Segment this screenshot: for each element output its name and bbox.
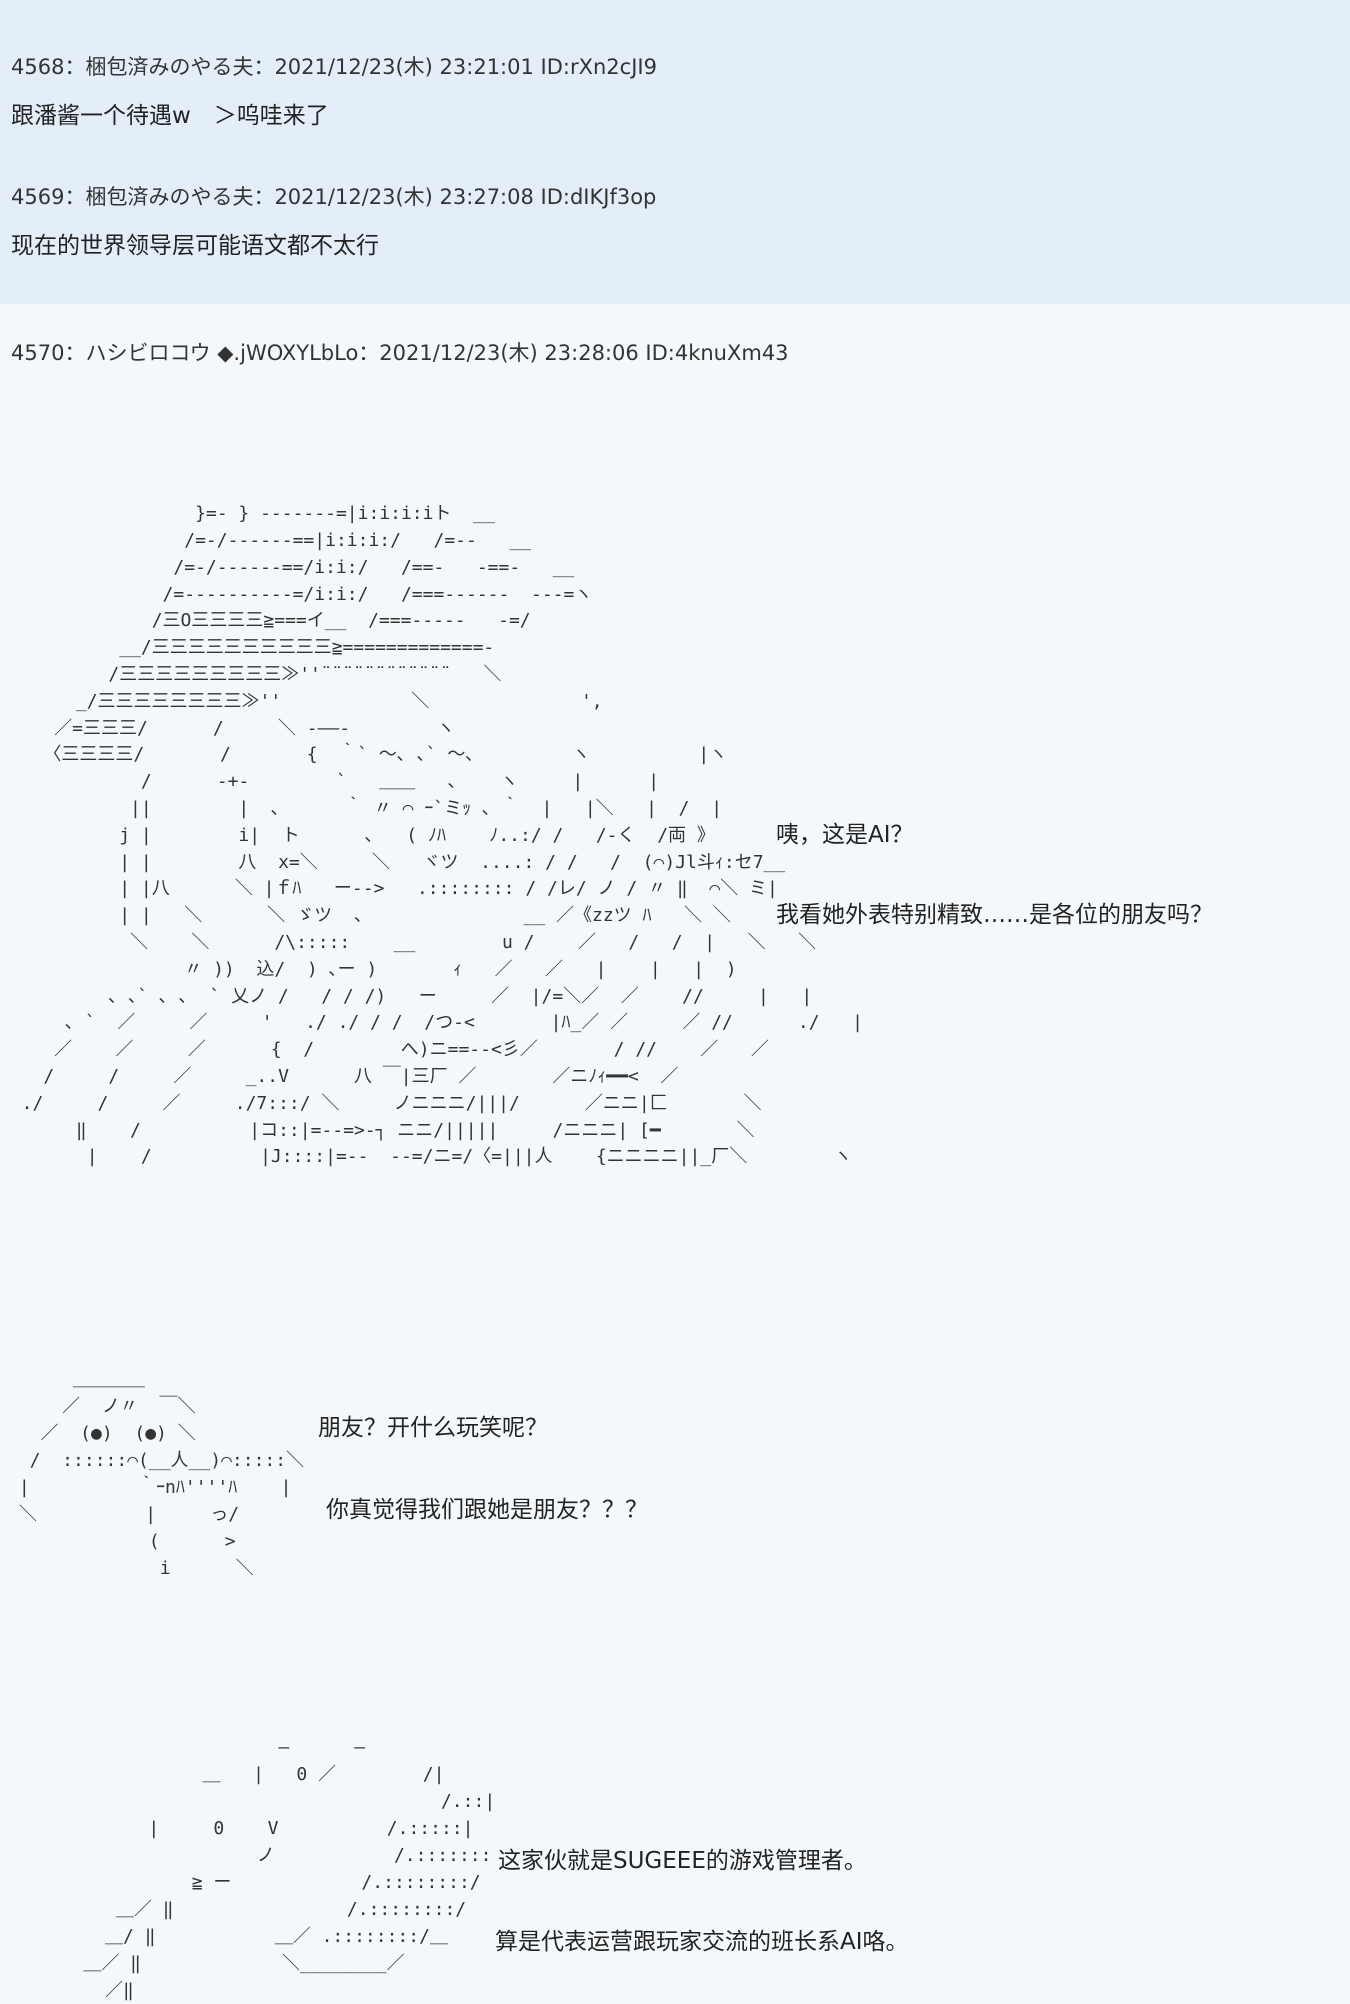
post-header-4570: 4570：ハシビロコウ ◆.jWOXYLbLo：2021/12/23(木) 23…: [11, 341, 789, 365]
ascii-art-character-hat: }=- } -------=|i:i:i:iト __ /=-/------==|…: [21, 503, 863, 1168]
post-body-4569: 现在的世界领导层可能语文都不太行: [11, 233, 379, 259]
post-body-4568: 跟潘酱一个待遇w ＞呜哇来了: [11, 103, 329, 129]
dialog-line-6: 算是代表运营跟玩家交流的班长系AI咯。: [495, 1929, 909, 1955]
dialog-line-5: 这家伙就是SUGEEE的游戏管理者。: [498, 1848, 867, 1874]
post-header-4569: 4569：梱包済みのやる夫：2021/12/23(木) 23:27:08 ID:…: [11, 185, 657, 209]
dialog-line-3: 朋友？开什么玩笑呢？: [318, 1415, 548, 1441]
ascii-art-bottom-figure: — — ＿ | 0 ／ /| /.::| | 0 V /.:::::| ノ /.…: [83, 1737, 496, 2001]
post-header-4568: 4568：梱包済みのやる夫：2021/12/23(木) 23:21:01 ID:…: [11, 55, 657, 79]
dialog-line-4: 你真觉得我们跟她是朋友？？？: [326, 1497, 648, 1523]
ascii-art-yaruo-face: ＿＿＿＿ ／ ノ〃 ￣＼ ／ (●) (●) ＼ / ::::::⌒(__人__…: [18, 1369, 305, 1579]
previous-posts-background: [0, 0, 1350, 304]
dialog-line-2: 我看她外表特别精致……是各位的朋友吗？: [776, 902, 1213, 928]
dialog-line-1: 咦，这是AI？: [776, 822, 914, 848]
